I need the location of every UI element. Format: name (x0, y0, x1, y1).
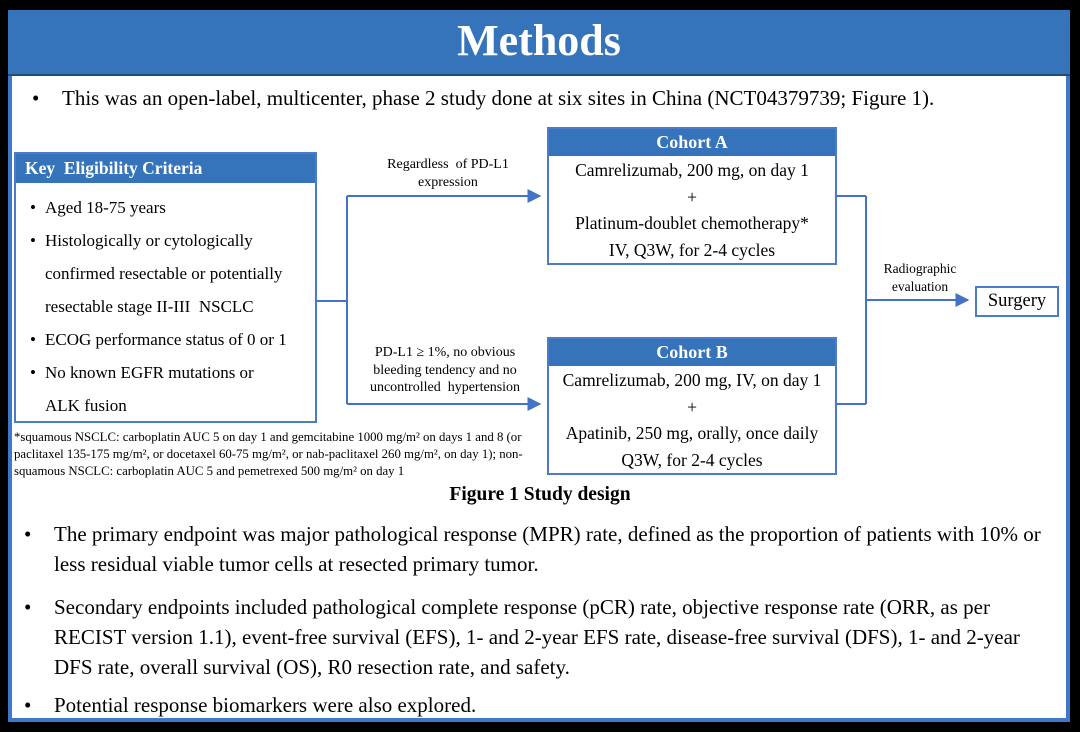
eligibility-line: Aged 18-75 years (45, 198, 166, 217)
bullet-item-intro: • This was an open-label, multicenter, p… (32, 83, 1052, 113)
bullet-text: Secondary endpoints included pathologica… (54, 595, 1020, 679)
evaluation-label-line: evaluation (891, 278, 949, 294)
branch-label-line: PD-L1 ≥ 1%, no obvious (374, 345, 516, 360)
bullet-marker: • (30, 198, 36, 217)
bullet-item-primary-endpoint: • The primary endpoint was major patholo… (24, 519, 1054, 579)
bullet-marker: • (32, 86, 40, 110)
branch-label-bottom: PD-L1 ≥ 1%, no obvious bleeding tendency… (352, 344, 538, 397)
eligibility-header: Key Eligibility Criteria (16, 154, 315, 183)
bullet-marker: • (30, 363, 36, 382)
eligibility-box: Key Eligibility Criteria • Aged 18-75 ye… (14, 152, 317, 423)
cohort-a-box: Cohort A Camrelizumab, 200 mg, on day 1 … (547, 127, 837, 265)
cohort-b-line: Camrelizumab, 200 mg, IV, on day 1 (562, 370, 822, 390)
title-bar: Methods (8, 10, 1070, 76)
bullet-item-biomarkers: • Potential response biomarkers were als… (24, 690, 1054, 720)
bullet-text: This was an open-label, multicenter, pha… (62, 86, 935, 110)
surgery-box: Surgery (975, 286, 1059, 317)
cohort-a-line: IV, Q3W, for 2-4 cycles (608, 239, 776, 260)
cohort-a-line: + (687, 186, 697, 207)
cohort-a-body: Camrelizumab, 200 mg, on day 1 + Platinu… (549, 156, 835, 263)
eligibility-line: resectable stage II-III NSCLC (45, 297, 254, 316)
eligibility-body: • Aged 18-75 years • Histologically or c… (16, 183, 315, 422)
branch-label-line: Regardless of PD-L1 (387, 157, 509, 172)
bullet-marker: • (24, 595, 32, 619)
cohort-a-line: Platinum-doublet chemotherapy* (575, 213, 809, 233)
eligibility-item-mutations: • No known EGFR mutations or ALK fusion (30, 356, 313, 422)
bullet-marker: • (24, 693, 32, 717)
eligibility-line: ECOG performance status of 0 or 1 (45, 330, 287, 349)
cohort-b-box: Cohort B Camrelizumab, 200 mg, IV, on da… (547, 337, 837, 475)
page-title: Methods (457, 16, 621, 65)
eligibility-item-ecog: • ECOG performance status of 0 or 1 (30, 323, 313, 356)
bullet-marker: • (30, 330, 36, 349)
eligibility-line: confirmed resectable or potentially (45, 264, 283, 283)
cohort-b-line: + (687, 396, 697, 417)
eligibility-item-age: • Aged 18-75 years (30, 191, 313, 224)
bullet-item-secondary-endpoints: • Secondary endpoints included pathologi… (24, 592, 1054, 682)
cohort-b-line: Apatinib, 250 mg, orally, once daily (565, 423, 819, 443)
branch-label-line: expression (418, 174, 478, 190)
bullet-text: The primary endpoint was major pathologi… (54, 522, 1041, 576)
branch-label-line: bleeding tendency and no (373, 362, 517, 378)
cohort-a-line: Camrelizumab, 200 mg, on day 1 (575, 160, 809, 180)
radiographic-evaluation-label: Radiographic evaluation (860, 260, 980, 295)
eligibility-line: Histologically or cytologically (45, 231, 253, 250)
chemotherapy-footnote: *squamous NSCLC: carboplatin AUC 5 on da… (14, 430, 523, 478)
cohort-b-line: Q3W, for 2-4 cycles (621, 449, 763, 470)
bullet-marker: • (30, 231, 36, 250)
cohort-a-header: Cohort A (549, 129, 835, 156)
figure-caption: Figure 1 Study design (449, 484, 631, 505)
cohort-b-header: Cohort B (549, 339, 835, 366)
bullet-text: Potential response biomarkers were also … (54, 693, 477, 717)
eligibility-line: No known EGFR mutations or (45, 363, 254, 382)
branch-label-line: uncontrolled hypertension (369, 380, 521, 395)
cohort-b-body: Camrelizumab, 200 mg, IV, on day 1 + Apa… (549, 366, 835, 473)
bullet-marker: • (24, 522, 32, 546)
evaluation-label-line: Radiographic (883, 261, 957, 276)
eligibility-item-histology: • Histologically or cytologically confir… (30, 224, 313, 323)
eligibility-line: ALK fusion (45, 396, 127, 415)
branch-label-top: Regardless of PD-L1 expression (368, 156, 528, 191)
